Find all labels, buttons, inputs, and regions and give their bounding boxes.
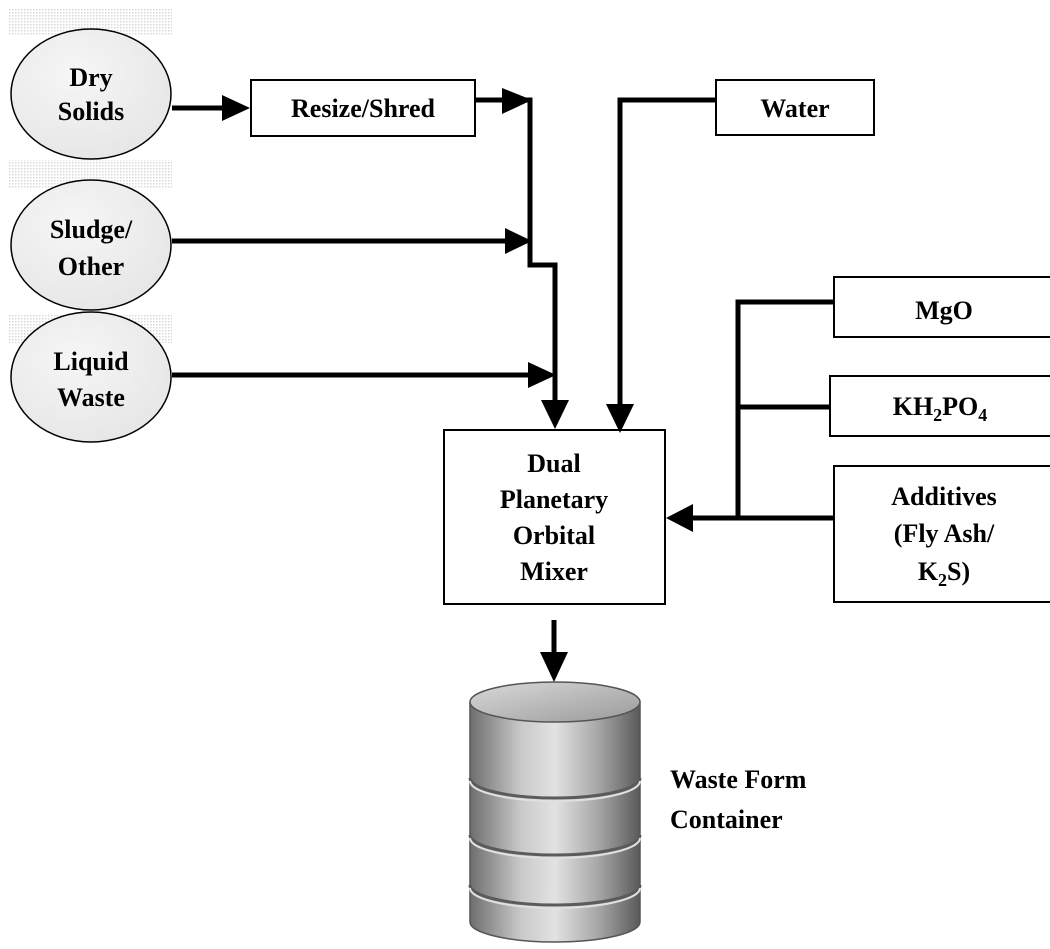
sludge-other-node: Sludge/ Other bbox=[10, 179, 172, 311]
connector-shred-to-mixer bbox=[476, 97, 558, 402]
container-label-line1: Waste Form bbox=[670, 765, 807, 794]
water-box: Water bbox=[715, 79, 875, 136]
water-label: Water bbox=[760, 94, 829, 123]
additives-line3: K2S) bbox=[918, 557, 970, 590]
liquid-waste-line1: Liquid bbox=[53, 347, 129, 376]
sludge-other-line1: Sludge/ bbox=[50, 215, 133, 244]
resize-shred-box: Resize/Shred bbox=[250, 79, 476, 137]
arrowhead-into-mixer-water bbox=[606, 404, 634, 433]
arrowhead-to-drum bbox=[540, 652, 568, 682]
mixer-line4: Mixer bbox=[520, 557, 588, 586]
mgo-label: MgO bbox=[915, 296, 973, 325]
arrowhead-to-shred bbox=[222, 95, 250, 121]
kh2po4-box: KH2PO4 bbox=[829, 375, 1050, 437]
arrowhead-into-mixer-left bbox=[541, 400, 569, 429]
container-label-line2: Container bbox=[670, 805, 783, 834]
mixer-line3: Orbital bbox=[513, 521, 595, 550]
additives-line2: (Fly Ash/ bbox=[894, 519, 995, 548]
liquid-waste-line2: Waste bbox=[57, 383, 125, 412]
arrowhead-sludge bbox=[505, 228, 532, 254]
mgo-box: MgO bbox=[833, 276, 1050, 338]
dry-solids-line2: Solids bbox=[58, 97, 125, 126]
mixer-line2: Planetary bbox=[500, 485, 608, 514]
arrowhead-shred-out bbox=[502, 88, 532, 114]
dry-solids-node: Dry Solids bbox=[10, 28, 172, 160]
resize-shred-label: Resize/Shred bbox=[291, 94, 435, 123]
connectors bbox=[172, 97, 834, 652]
arrowhead-liquid bbox=[528, 362, 556, 388]
mixer-box: Dual Planetary Orbital Mixer bbox=[443, 429, 666, 605]
connector-water-to-mixer bbox=[617, 97, 716, 408]
additives-box: Additives (Fly Ash/ K2S) bbox=[833, 465, 1050, 603]
sludge-other-line2: Other bbox=[58, 252, 124, 281]
drum-icon bbox=[468, 681, 642, 943]
kh2po4-label: KH2PO4 bbox=[893, 392, 988, 425]
connector-reagent-manifold bbox=[735, 299, 834, 518]
liquid-waste-node: Liquid Waste bbox=[10, 311, 172, 443]
arrowhead-into-mixer-reagents bbox=[666, 504, 693, 532]
mixer-line1: Dual bbox=[527, 449, 580, 478]
arrowheads bbox=[222, 88, 693, 682]
additives-line1: Additives bbox=[891, 482, 996, 511]
dry-solids-line1: Dry bbox=[69, 63, 112, 92]
